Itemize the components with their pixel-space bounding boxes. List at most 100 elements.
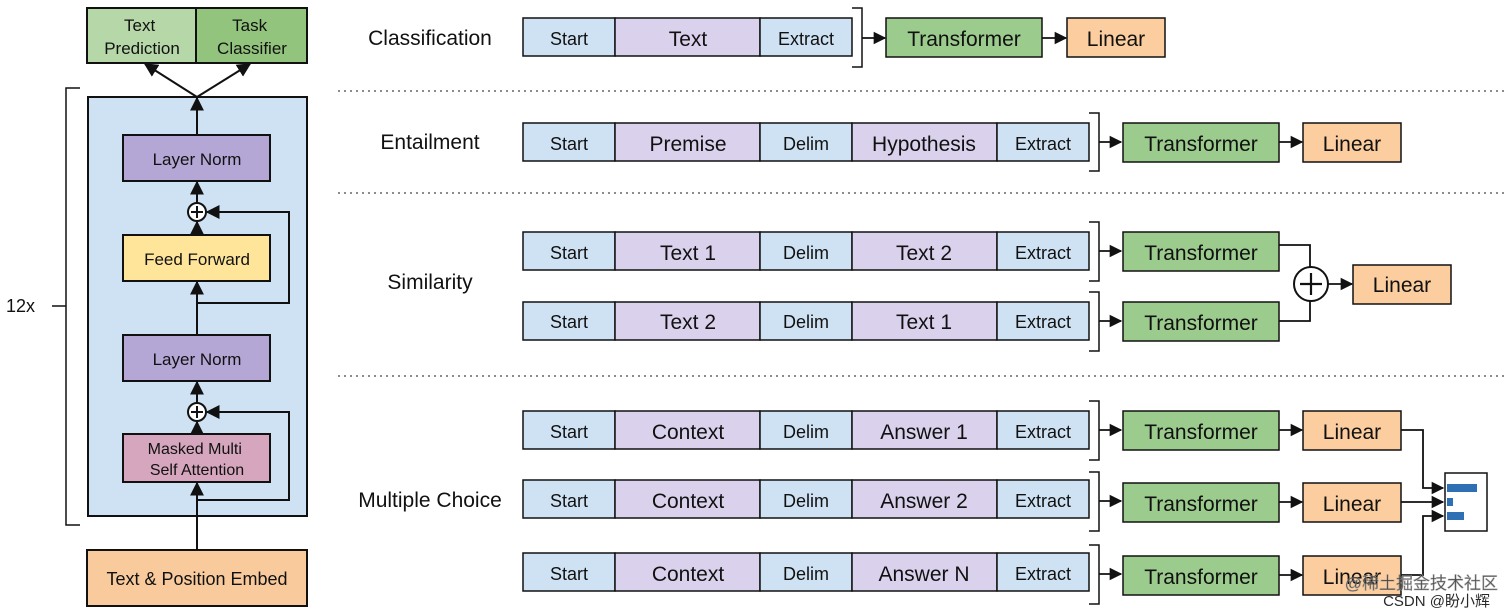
connector-row-3 xyxy=(1401,509,1445,576)
text-prediction-box xyxy=(86,7,197,64)
masked-attention-box xyxy=(122,433,271,483)
input-bracket xyxy=(1089,544,1100,605)
token-text-1-label: Text 1 xyxy=(660,242,716,265)
residual-skip-top xyxy=(197,205,290,304)
plus-icon-top xyxy=(191,206,203,218)
token-text-2-label: Text 2 xyxy=(660,311,716,334)
token-extract-label: Extract xyxy=(778,29,834,49)
plus-icon xyxy=(1300,273,1322,295)
token-answer-label: Answer 2 xyxy=(880,490,968,513)
token-context-label: Context xyxy=(652,490,725,513)
task-label-entailment: Entailment xyxy=(380,131,479,154)
token-text-1 xyxy=(614,231,761,271)
token-delim-label: Delim xyxy=(783,422,829,442)
similarity-row-1: Start Text 1 Delim Text 2 Extract Transf… xyxy=(522,221,1280,282)
transformer-box xyxy=(1122,231,1280,272)
linear-label: Linear xyxy=(1323,493,1381,516)
multiple-choice-row-1: Start Context Delim Answer 1 Extract Tra… xyxy=(522,400,1402,461)
layer-norm-top-label: Layer Norm xyxy=(153,150,242,169)
token-start xyxy=(522,479,616,519)
token-context xyxy=(614,479,761,519)
token-delim xyxy=(759,410,853,450)
connector-row-1 xyxy=(1401,429,1445,495)
token-text-2 xyxy=(851,231,998,271)
token-extract xyxy=(996,231,1090,271)
embed-label: Text & Position Embed xyxy=(106,569,287,589)
token-hypothesis-label: Hypothesis xyxy=(872,133,976,156)
token-text-2-label: Text 2 xyxy=(896,242,952,265)
merge-line-top xyxy=(1279,244,1311,267)
token-premise xyxy=(614,122,761,162)
layer-norm-bottom-label: Layer Norm xyxy=(153,350,242,369)
token-context-label: Context xyxy=(652,421,725,444)
token-delim-label: Delim xyxy=(783,243,829,263)
token-context xyxy=(614,410,761,450)
token-delim-label: Delim xyxy=(783,312,829,332)
token-extract-label: Extract xyxy=(1015,564,1071,584)
token-extract-label: Extract xyxy=(1015,243,1071,263)
linear-label: Linear xyxy=(1373,274,1431,297)
token-start xyxy=(522,552,616,592)
transformer-box xyxy=(1122,301,1280,342)
linear-label: Linear xyxy=(1323,133,1381,156)
plus-icon-bottom xyxy=(191,406,203,418)
token-extract xyxy=(996,479,1090,519)
transformer-box xyxy=(885,17,1043,58)
similarity-merge: Linear xyxy=(1279,244,1452,322)
token-start xyxy=(522,122,616,162)
token-delim xyxy=(759,479,853,519)
linear-box xyxy=(1066,17,1166,58)
token-extract xyxy=(996,301,1090,341)
architecture-panel: 12x Text Prediction Task Classifier Laye… xyxy=(6,7,308,607)
text-prediction-label: Text Prediction xyxy=(104,16,180,58)
linear-box xyxy=(1302,122,1402,163)
token-extract-label: Extract xyxy=(1015,422,1071,442)
token-start xyxy=(522,301,616,341)
token-premise-label: Premise xyxy=(649,133,726,156)
token-extract-label: Extract xyxy=(1015,134,1071,154)
linear-box xyxy=(1302,555,1402,596)
linear-label: Linear xyxy=(1087,28,1145,51)
token-start-label: Start xyxy=(550,29,588,49)
token-start-label: Start xyxy=(550,243,588,263)
token-text xyxy=(614,17,761,57)
token-delim-label: Delim xyxy=(783,564,829,584)
input-bracket xyxy=(1089,221,1100,282)
input-bracket xyxy=(1089,112,1100,172)
linear-box xyxy=(1302,410,1402,451)
token-extract xyxy=(996,552,1090,592)
softmax-output xyxy=(1401,429,1488,576)
input-bracket xyxy=(1089,471,1100,532)
transformer-label: Transformer xyxy=(1144,242,1258,265)
masked-attention-label: Masked Multi Self Attention xyxy=(148,441,247,479)
linear-label: Linear xyxy=(1323,566,1381,589)
token-delim-label: Delim xyxy=(783,134,829,154)
transformer-label: Transformer xyxy=(1144,133,1258,156)
token-delim xyxy=(759,552,853,592)
arrow-to-task-classifier xyxy=(196,63,252,98)
token-delim-label: Delim xyxy=(783,491,829,511)
watermark-line-1: @稀土掘金技术社区 xyxy=(1345,574,1498,593)
token-extract xyxy=(996,410,1090,450)
transformer-box xyxy=(1122,122,1280,163)
transformer-label: Transformer xyxy=(907,28,1021,51)
input-bracket xyxy=(1089,400,1100,461)
task-label-multiple-choice: Multiple Choice xyxy=(358,489,502,512)
classification-row: Start Text Extract Transformer Linear xyxy=(522,7,1166,68)
token-text-label: Text xyxy=(669,28,708,51)
token-answer-label: Answer N xyxy=(878,563,969,586)
token-start-label: Start xyxy=(550,564,588,584)
token-text-1-label: Text 1 xyxy=(896,311,952,334)
token-start-label: Start xyxy=(550,422,588,442)
layer-norm-top xyxy=(122,134,271,182)
token-hypothesis xyxy=(851,122,998,162)
linear-box xyxy=(1352,264,1452,305)
similarity-row-2: Start Text 2 Delim Text 1 Extract Transf… xyxy=(522,291,1280,352)
input-bracket xyxy=(1089,291,1100,352)
arrow-to-text-prediction xyxy=(143,63,198,98)
linear-label: Linear xyxy=(1323,421,1381,444)
repeat-brace xyxy=(52,87,80,526)
token-extract-label: Extract xyxy=(1015,312,1071,332)
transformer-label: Transformer xyxy=(1144,566,1258,589)
